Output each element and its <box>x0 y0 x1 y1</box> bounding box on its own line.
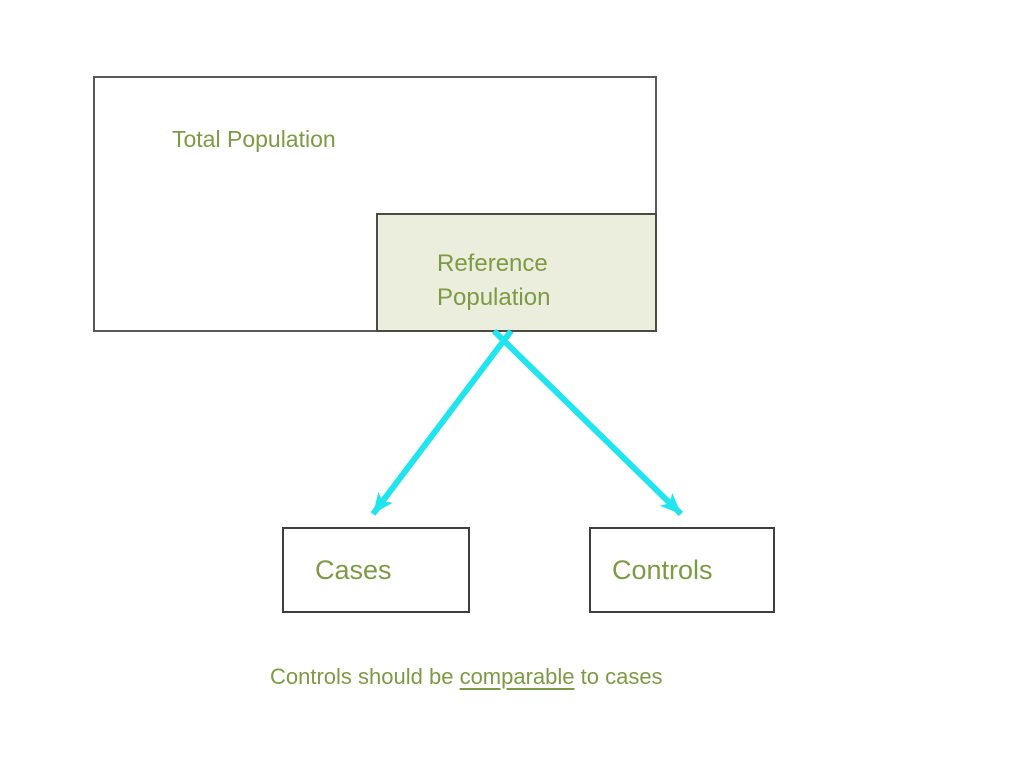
caption-prefix: Controls should be <box>270 664 460 689</box>
arrow-to-cases <box>370 329 514 516</box>
controls-box: Controls <box>589 527 775 613</box>
arrow-to-controls <box>491 328 684 517</box>
caption-underlined-word: comparable <box>459 664 575 689</box>
reference-population-box <box>376 213 657 332</box>
controls-label: Controls <box>612 554 713 585</box>
reference-population-label: Reference Population <box>437 250 551 311</box>
cases-box: Cases <box>282 527 470 613</box>
caption-suffix: to cases <box>574 664 663 689</box>
caption: Controls should be comparable to cases <box>270 664 663 690</box>
cases-label: Cases <box>315 554 392 585</box>
total-population-label: Total Population <box>172 126 336 152</box>
